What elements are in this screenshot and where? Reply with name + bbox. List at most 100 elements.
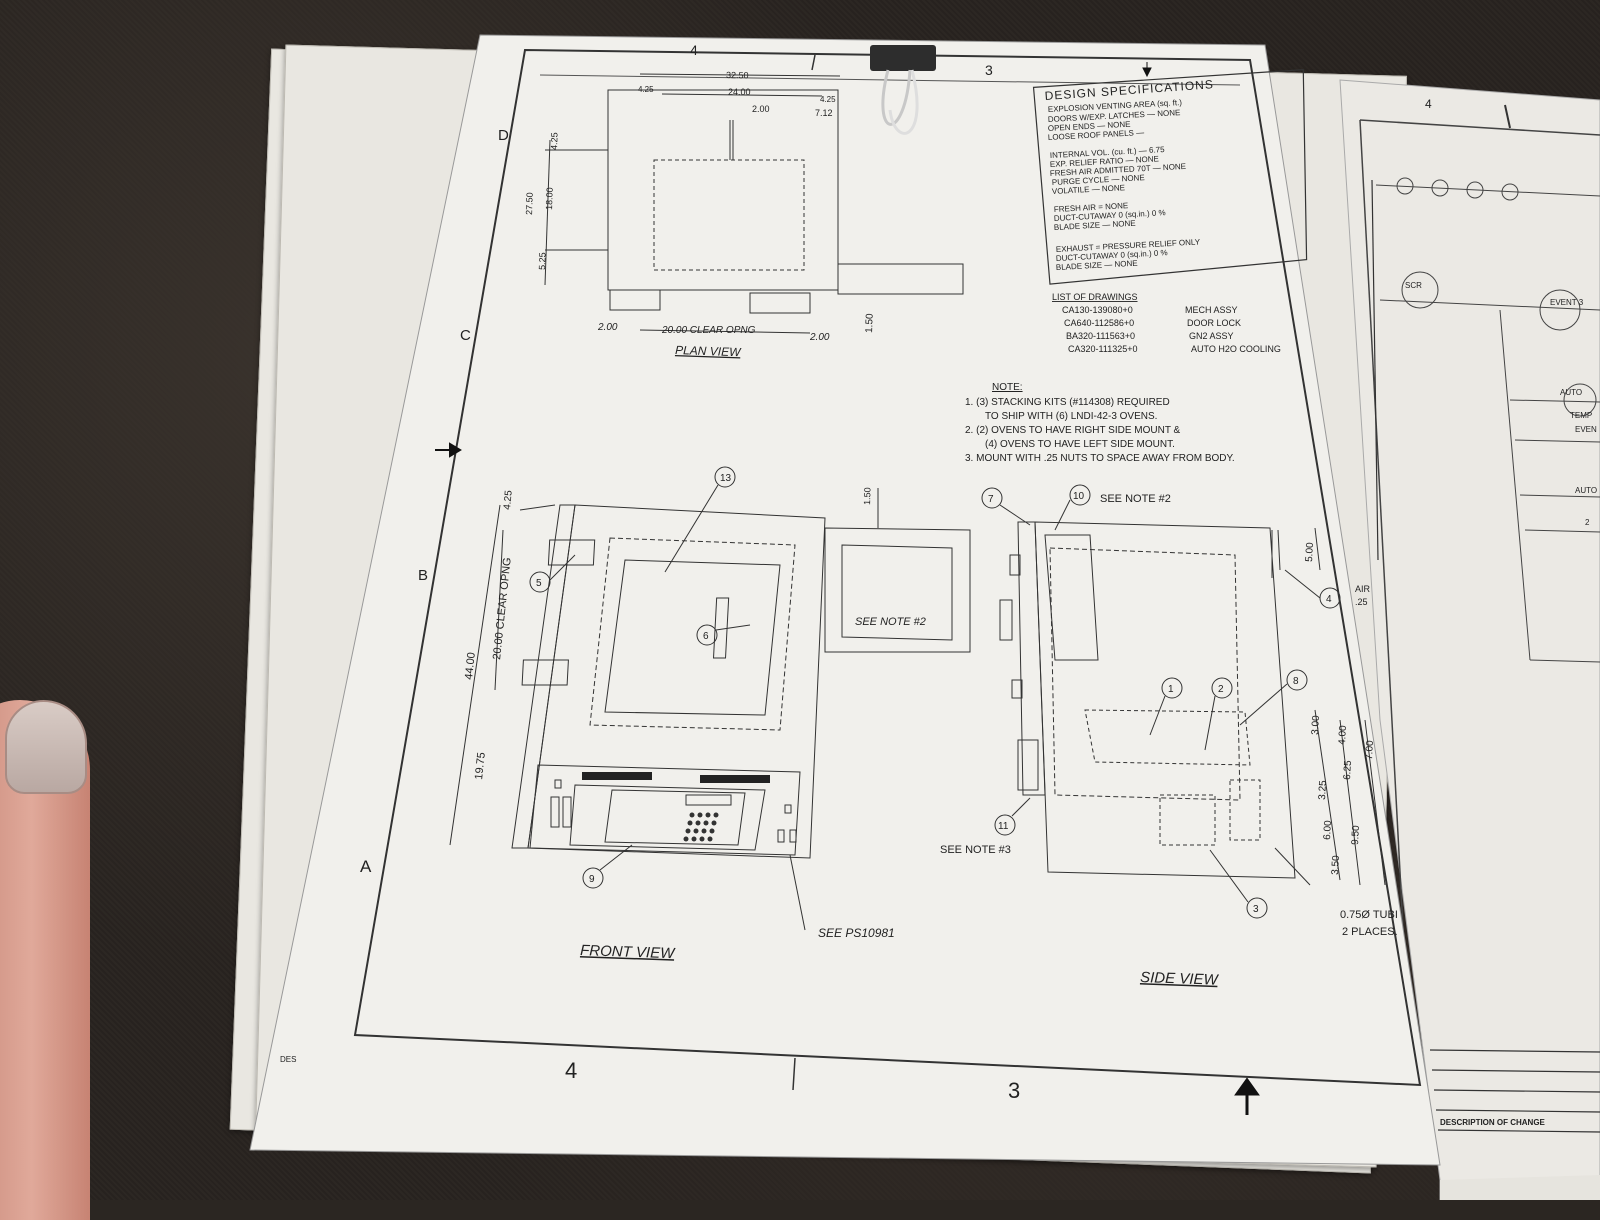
plan-dim-port-spacing: 2.00	[752, 104, 770, 114]
zone-letter-d: D	[498, 127, 509, 144]
plan-dim-left-gap: 2.00	[597, 322, 618, 333]
side-see-note-2: SEE NOTE #2	[1100, 493, 1171, 505]
callout-8: 8	[1293, 676, 1299, 687]
plan-dim-inner-depth: 18.00	[544, 187, 555, 210]
tube-note-places: 2 PLACES.	[1342, 926, 1398, 938]
front-panel-controls	[550, 779, 797, 843]
notes-block: NOTE: 1. (3) STACKING KITS (#114308) REQ…	[965, 382, 1235, 464]
drawing-desc: DOOR LOCK	[1187, 318, 1241, 328]
arrow-up-icon	[1234, 1077, 1260, 1115]
arrow-down-icon	[1142, 62, 1152, 78]
vent-bar	[582, 772, 652, 780]
note-line: 2. (2) OVENS TO HAVE RIGHT SIDE MOUNT &	[965, 425, 1181, 436]
zone-number-bottom-3: 3	[1008, 1078, 1020, 1103]
revision-label: DESCRIPTION OF CHANGE	[1440, 1118, 1546, 1127]
design-spec-block: DESIGN SPECIFICATIONS EXPLOSION VENTING …	[1032, 69, 1308, 285]
plan-dim-clear-opening: 20.00 CLEAR OPNG	[661, 325, 756, 336]
side-dim: 5.00	[1304, 542, 1316, 562]
plan-dim-step: 1.50	[864, 313, 876, 333]
front-dim-height: 44.00	[463, 652, 478, 681]
callout-2: 2	[1218, 684, 1224, 695]
drawing-number: BA320-111563+0	[1066, 331, 1135, 341]
side-dim: 6.25	[1342, 760, 1354, 780]
thumbnail-nail	[5, 700, 87, 794]
side-dim: 7.00	[1364, 740, 1376, 760]
side-dim: 4.00	[1337, 725, 1349, 745]
callout-9: 9	[589, 874, 595, 885]
side-view-label: SIDE VIEW	[1140, 969, 1220, 989]
note-line: TO SHIP WITH (6) LNDI-42-3 OVENS.	[985, 411, 1157, 422]
side-dim: 9.50	[1350, 825, 1362, 845]
schematic-label-temp: TEMP	[1570, 411, 1592, 420]
plan-dim-right-offset: 4.25	[820, 95, 836, 104]
spec-line: BLADE SIZE — NONE	[1054, 219, 1136, 232]
drawing-desc: AUTO H2O COOLING	[1191, 344, 1281, 354]
plan-dim-depth: 27.50	[524, 192, 535, 215]
note-line: 1. (3) STACKING KITS (#114308) REQUIRED	[965, 397, 1170, 408]
zone-number-top-3: 3	[985, 62, 993, 78]
side-view	[981, 484, 1386, 919]
side-dim: 3.00	[1310, 715, 1322, 735]
spec-line: OPEN ENDS — NONE	[1048, 120, 1131, 133]
schematic-label-auto-2: AUTO	[1575, 486, 1597, 495]
callout-6: 6	[703, 631, 709, 642]
spec-line: BLADE SIZE — NONE	[1056, 259, 1138, 272]
side-dim: 3.25	[1317, 780, 1329, 800]
callout-10: 10	[1073, 491, 1085, 502]
plan-view-label: PLAN VIEW	[675, 343, 742, 359]
plan-dim-inner-width: 24.00	[728, 87, 751, 97]
zone-letter-a: A	[360, 857, 372, 876]
see-ps-note: SEE PS10981	[818, 926, 895, 940]
front-dim-top: 4.25	[502, 489, 515, 510]
plan-dim-right-gap: 2.00	[809, 332, 830, 343]
zone-letter-b: B	[418, 567, 428, 584]
zone-number-top-4: 4	[690, 42, 698, 58]
note-title: NOTE:	[992, 382, 1023, 393]
spec-line: FRESH AIR = NONE	[1054, 201, 1129, 214]
callout-13: 13	[720, 473, 732, 484]
air-note: AIR	[1355, 584, 1371, 594]
front-view-label: FRONT VIEW	[580, 942, 677, 962]
drawing-number: CA130-139080+0	[1062, 305, 1133, 315]
callout-7: 7	[988, 494, 994, 505]
zone-letter-c: C	[460, 327, 471, 344]
callout-3: 3	[1253, 904, 1259, 915]
keypad	[683, 794, 732, 842]
zone-number-bottom-4: 4	[565, 1058, 577, 1083]
plan-dim-port-offset: 7.12	[815, 108, 833, 118]
drawing-desc: MECH ASSY	[1185, 305, 1238, 315]
front-see-note: SEE NOTE #2	[855, 616, 926, 628]
drawing-desc: GN2 ASSY	[1189, 331, 1234, 341]
schematic-label-2: 2	[1585, 518, 1590, 527]
tube-note: 0.75Ø TUBI	[1340, 909, 1398, 921]
drawing-number: CA640-112586+0	[1064, 318, 1134, 328]
air-note-size: .25	[1355, 597, 1368, 607]
front-dim-lower: 19.75	[473, 752, 488, 781]
front-view	[449, 466, 971, 931]
schematic-label-scr: SCR	[1405, 281, 1422, 290]
title-block-fragment: DES	[280, 1055, 296, 1064]
drawings-title: LIST OF DRAWINGS	[1052, 292, 1138, 302]
callout-1: 1	[1168, 684, 1174, 695]
side-dim: 3.50	[1330, 855, 1342, 875]
plan-view	[544, 73, 964, 334]
note-line: (4) OVENS TO HAVE LEFT SIDE MOUNT.	[985, 439, 1175, 450]
schematic-label-auto: AUTO	[1560, 388, 1582, 397]
callout-5: 5	[536, 578, 542, 589]
drawing-number: CA320-111325+0	[1068, 344, 1137, 354]
note-line: 3. MOUNT WITH .25 NUTS TO SPACE AWAY FRO…	[965, 453, 1235, 464]
list-of-drawings: LIST OF DRAWINGS CA130-139080+0 MECH ASS…	[1052, 292, 1281, 354]
side-see-note-3: SEE NOTE #3	[940, 844, 1011, 856]
callout-4: 4	[1326, 594, 1332, 605]
plan-dim-bottom-margin: 5.25	[537, 252, 548, 270]
binder-clip	[870, 45, 936, 135]
vent-bar	[700, 775, 770, 783]
schematic-label-even: EVEN	[1575, 425, 1597, 434]
plan-dim-top-margin: 4.25	[549, 132, 560, 150]
arrow-right-icon	[435, 442, 462, 458]
front-dim-step: 1.50	[862, 487, 873, 505]
spec-line: VOLATILE — NONE	[1052, 183, 1126, 196]
right-sheet-zone-number: 4	[1425, 97, 1432, 111]
